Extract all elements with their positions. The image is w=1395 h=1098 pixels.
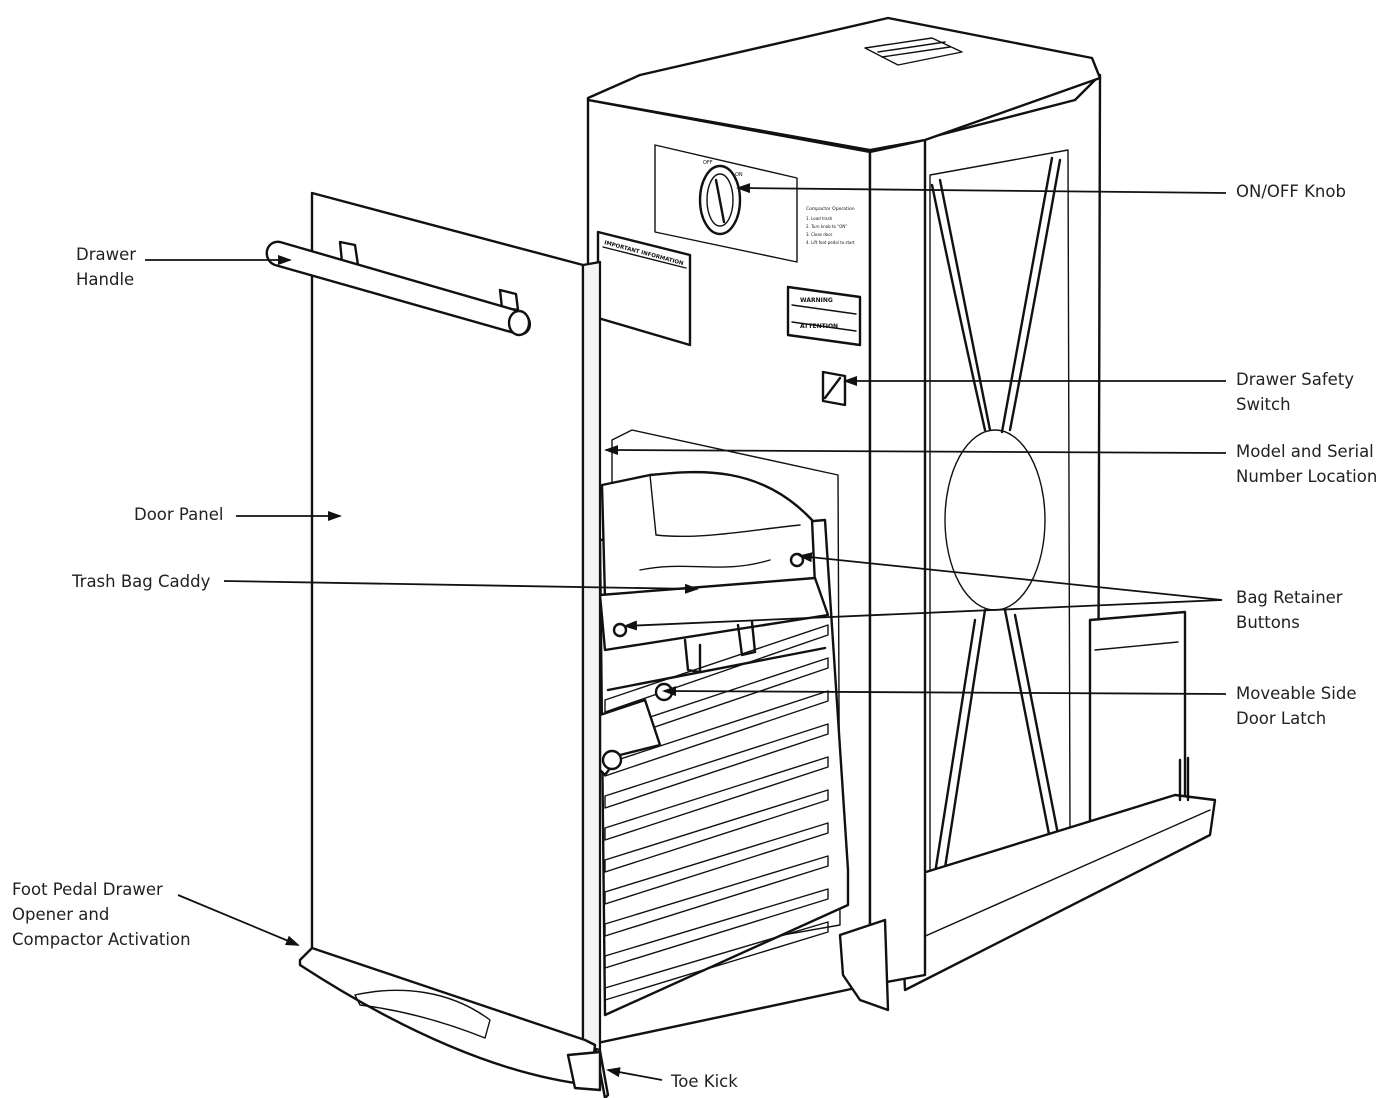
leader-bag-retainer-2 xyxy=(623,599,1223,631)
leader-lines xyxy=(145,183,1227,1081)
door-panel xyxy=(298,191,602,1092)
leader-bag-retainer-1 xyxy=(798,552,1223,601)
operation-title: Compactor Operation xyxy=(806,206,855,212)
label-model-serial: Model and Serial Number Location xyxy=(1236,442,1378,486)
operation-step-4: 4. Lift foot pedal to start xyxy=(806,240,855,245)
drawer-slat xyxy=(604,789,829,873)
label-drawer-safety-switch: Drawer Safety Switch xyxy=(1236,370,1355,414)
drawer-slat xyxy=(604,723,829,809)
operation-step-1: 1. Load trash xyxy=(806,216,833,221)
leader-trash-bag-caddy xyxy=(223,580,699,594)
drawer-slat xyxy=(604,888,829,969)
knob-on-text: ON xyxy=(735,172,743,178)
drawer-slat xyxy=(604,921,829,1001)
label-toe-kick: Toe Kick xyxy=(671,1072,738,1091)
drawer-bin xyxy=(598,470,850,1017)
leader-foot-pedal xyxy=(177,894,300,946)
label-drawer-handle: Drawer Handle xyxy=(76,245,137,289)
leader-toe-kick xyxy=(606,1067,663,1081)
label-on-off-knob: ON/OFF Knob xyxy=(1236,182,1346,201)
label-foot-pedal: Foot Pedal Drawer Opener and Compactor A… xyxy=(12,880,191,949)
leader-model-serial xyxy=(604,445,1227,456)
operation-step-2: 2. Turn knob to "ON" xyxy=(806,224,847,229)
drawer-handle xyxy=(265,240,531,337)
drawer-slat xyxy=(604,756,829,841)
knob-off-text: OFF xyxy=(703,160,713,166)
leader-on-off-knob xyxy=(736,183,1227,194)
label-bag-retainer-buttons: Bag Retainer Buttons xyxy=(1236,588,1343,632)
drawer-rail-base xyxy=(898,610,1217,992)
attention-title: ATTENTION xyxy=(800,323,838,330)
warning-title: WARNING xyxy=(800,297,833,304)
label-door-panel: Door Panel xyxy=(134,505,224,524)
drawer-slat xyxy=(604,822,829,905)
operation-step-3: 3. Close door xyxy=(806,232,833,237)
on-off-knob xyxy=(698,164,742,236)
label-trash-bag-caddy: Trash Bag Caddy xyxy=(72,572,211,591)
label-side-door-latch: Moveable Side Door Latch xyxy=(1236,684,1357,728)
toe-kick xyxy=(594,918,890,1098)
leader-side-door-latch xyxy=(662,686,1227,697)
drawer-slat xyxy=(604,855,829,937)
